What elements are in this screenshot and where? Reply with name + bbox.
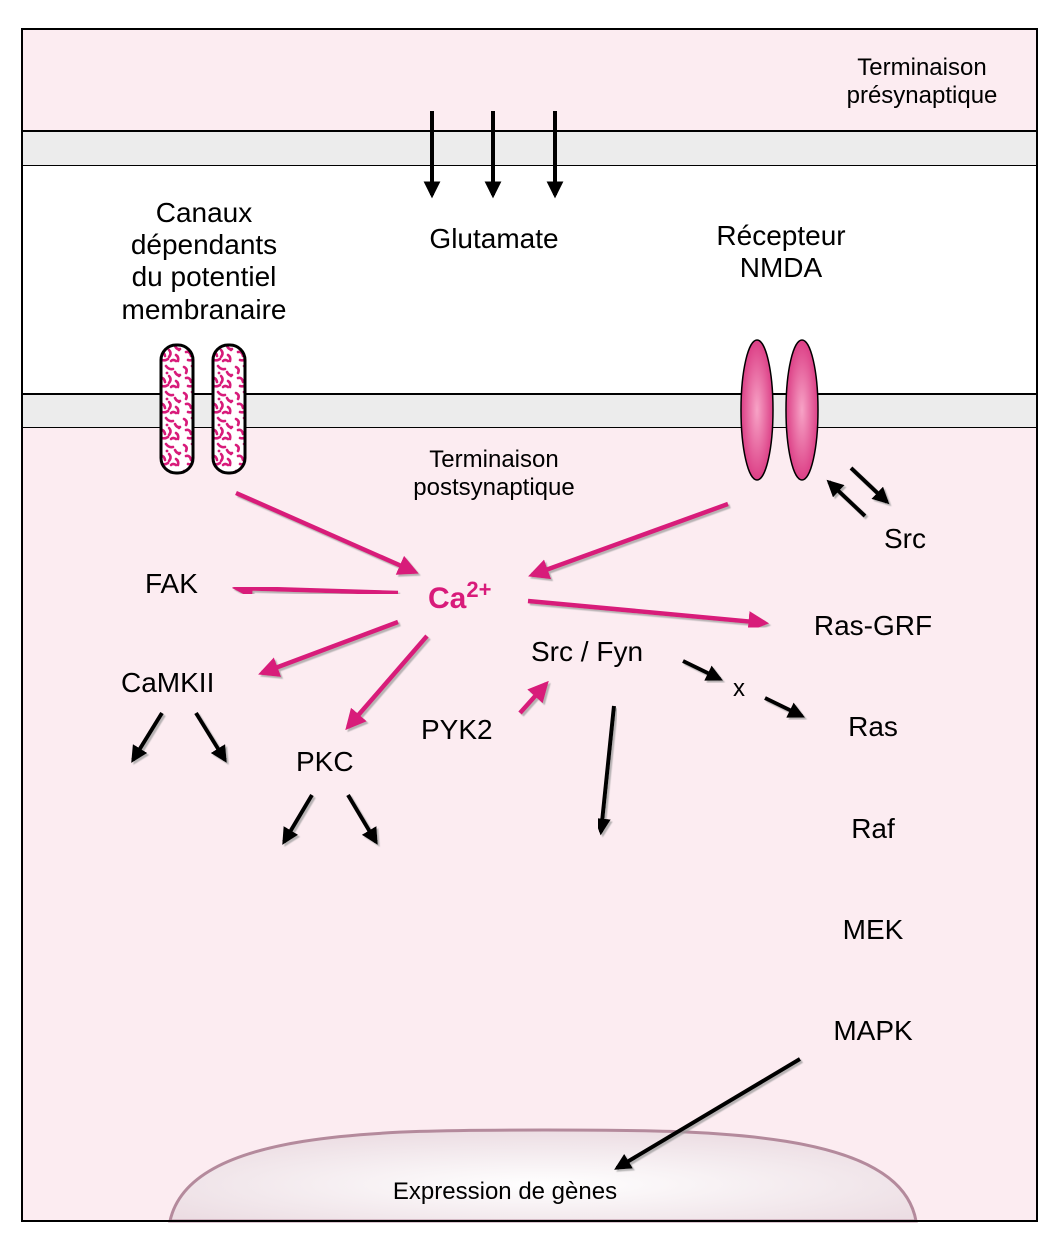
nmda-receptor-label: Récepteur NMDA [716, 220, 845, 284]
calcium-arrows [231, 490, 770, 731]
frame-border [21, 28, 1038, 1222]
pkc-arrow-left [282, 793, 314, 845]
calcium-to-pkc-arrow [345, 634, 429, 731]
nmda-subunit-right [785, 339, 819, 481]
glutamate-arrows [423, 111, 564, 199]
downstream-arrows [131, 655, 881, 1170]
voltage-channel-label-line-4: membranaire [121, 293, 287, 325]
mek-label: MEK [842, 914, 904, 945]
calcium-to-fak-arrow [231, 578, 399, 599]
mapk-to-nucleus-arrow [614, 1057, 802, 1170]
camkii-label: CaMKII [121, 667, 215, 698]
srcfyn-down-arrow [594, 705, 616, 836]
calcium-to-rasgrf-arrow [527, 598, 770, 632]
gene-expression-label: Expression de gènes [392, 1178, 618, 1205]
voltage-channel-label-line-3: du potentiel [131, 261, 277, 293]
srcfyn-label: Src / Fyn [531, 636, 644, 667]
ras-label: Ras [848, 711, 898, 742]
pyk2-label: PYK2 [421, 714, 493, 745]
voltage-channel-label: Canaux dépendants du potentiel membranai… [122, 197, 287, 326]
x-label: x [733, 675, 745, 702]
pkc-arrow-right [346, 793, 378, 845]
src-to-nmda-arrow [826, 479, 867, 518]
voltage-channel-right [211, 343, 247, 475]
nmda-to-src-arrow [849, 466, 890, 505]
postsynaptic-label: Terminaison postsynaptique [413, 446, 575, 501]
glutamate-label: Glutamate [429, 223, 559, 254]
voltage-channel-left [159, 343, 195, 475]
rasgrf-label: Ras-GRF [813, 610, 933, 641]
pkc-label: PKC [296, 746, 354, 777]
channel-to-calcium-arrow [235, 490, 419, 575]
calcium-charge: 2+ [466, 577, 492, 602]
raf-label: Raf [851, 813, 895, 844]
fak-label: FAK [145, 568, 198, 599]
voltage-channel-label-line-1: Canaux [155, 197, 253, 228]
nmda-label-line-1: Récepteur [716, 220, 846, 251]
srcfyn-to-x-arrow [682, 659, 724, 681]
src-receptor-label: Src [884, 523, 926, 554]
voltage-channel-label-line-2: dépendants [130, 229, 278, 261]
pyk2-to-srcfyn-arrow [518, 680, 549, 715]
presynaptic-membrane [21, 130, 1038, 167]
camkii-arrow-left [131, 711, 164, 763]
nucleus [168, 1128, 918, 1223]
calcium-symbol: Ca [428, 582, 467, 615]
camkii-arrow-right [194, 711, 227, 763]
presynaptic-region [22, 29, 1037, 131]
x-to-ras-arrow [764, 696, 806, 718]
presynaptic-label: Terminaison présynaptique [846, 54, 998, 109]
nmda-to-calcium-arrow [528, 501, 729, 580]
nmda-label-line-2: NMDA [739, 252, 823, 284]
nmda-subunit-left [740, 339, 774, 481]
mapk-label: MAPK [833, 1015, 913, 1046]
calcium-to-camkii-arrow [258, 619, 399, 677]
calcium-ion-label: Ca2+ [428, 579, 491, 617]
